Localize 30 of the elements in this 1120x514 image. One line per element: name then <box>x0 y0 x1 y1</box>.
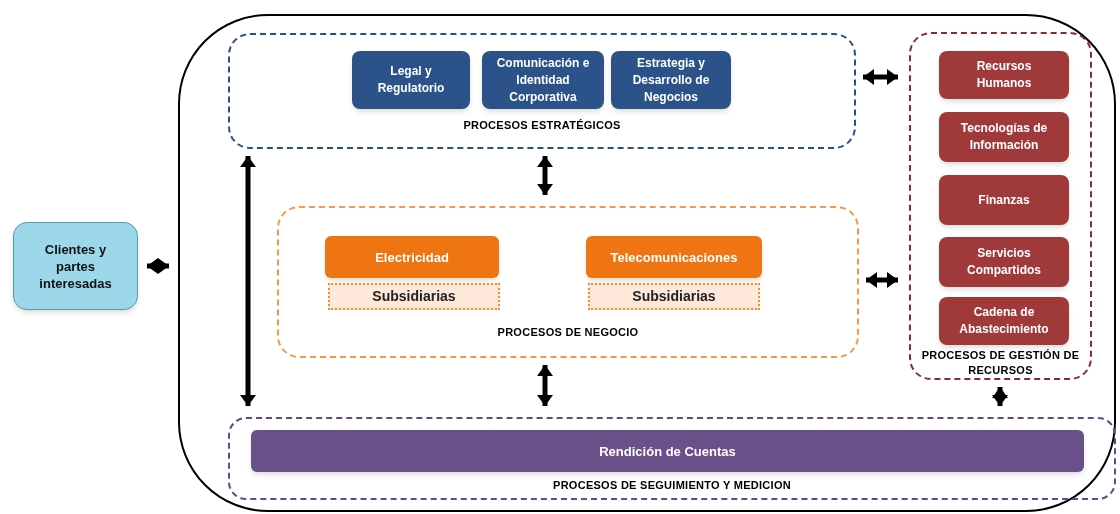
process-box: Tecnologías de Información <box>939 112 1069 162</box>
group-label: PROCESOS DE NEGOCIO <box>496 325 640 340</box>
process-box: Legal y Regulatorio <box>352 51 470 109</box>
dashed-group-border <box>228 33 856 149</box>
process-box: Telecomunicaciones <box>586 236 762 278</box>
process-box: Recursos Humanos <box>939 51 1069 99</box>
stakeholder-box: Clientes y partes interesadas <box>13 222 138 310</box>
double-arrow <box>537 156 553 195</box>
group-label: PROCESOS DE GESTIÓN DE RECURSOS <box>920 348 1081 378</box>
group-label: PROCESOS ESTRATÉGICOS <box>462 118 622 133</box>
double-arrow <box>863 69 898 85</box>
double-arrow <box>866 272 898 288</box>
dashed-group-border <box>228 417 1116 500</box>
process-box: Electricidad <box>325 236 499 278</box>
double-arrow <box>240 156 256 406</box>
process-box: Finanzas <box>939 175 1069 225</box>
process-bar: Rendición de Cuentas <box>251 430 1084 472</box>
group-label: PROCESOS DE SEGUIMIENTO Y MEDICION <box>552 478 792 493</box>
dashed-group-border <box>277 206 859 358</box>
subsidiary-box: Subsidiarias <box>328 283 500 310</box>
process-box: Servicios Compartidos <box>939 237 1069 287</box>
dashed-group-border <box>909 32 1092 380</box>
outer-frame <box>178 14 1116 512</box>
double-arrow <box>992 387 1008 406</box>
process-box: Cadena de Abastecimiento <box>939 297 1069 345</box>
double-arrow <box>537 365 553 406</box>
process-box: Estrategia y Desarrollo de Negocios <box>611 51 731 109</box>
process-box: Comunicación e Identidad Corporativa <box>482 51 604 109</box>
subsidiary-box: Subsidiarias <box>588 283 760 310</box>
double-arrow <box>147 258 169 274</box>
